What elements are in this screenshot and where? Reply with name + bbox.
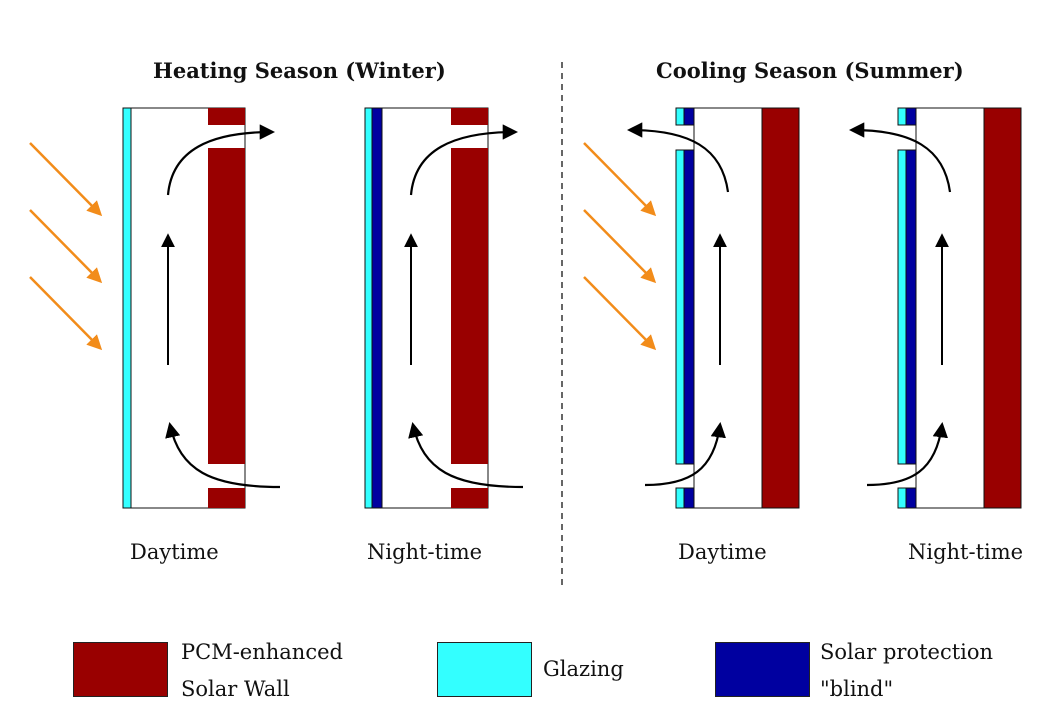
pcm-wall-top <box>208 108 245 125</box>
air-flow-outlet-arrow <box>848 122 952 193</box>
legend-label-blind-line2: "blind" <box>820 677 894 701</box>
air-flow-inlet-arrow <box>866 421 948 487</box>
cooling-season-title: Cooling Season (Summer) <box>656 58 964 83</box>
glazing-layer-bottom <box>897 487 907 509</box>
glazing-layer-top <box>897 107 907 126</box>
pcm-wall-middle <box>208 148 245 464</box>
cavity-outline <box>915 107 985 509</box>
blind-layer-middle <box>683 149 695 465</box>
diagram-svg <box>29 62 1022 588</box>
panel-heating-night <box>364 107 524 509</box>
heating-season-title: Heating Season (Winter) <box>153 58 446 83</box>
blind-layer-top <box>683 107 695 126</box>
sun-ray <box>29 142 103 217</box>
legend-label-pcm-line2: Solar Wall <box>181 677 290 701</box>
cavity-outline <box>693 107 763 509</box>
legend-swatch-blind <box>715 642 810 697</box>
sun-ray <box>29 276 103 351</box>
pcm-wall-bottom <box>208 488 245 508</box>
panel-caption-heating-night: Night-time <box>367 540 483 564</box>
panel-caption-cooling-day: Daytime <box>678 540 767 564</box>
air-flow-inlet-arrow <box>408 421 524 489</box>
pcm-wall-top <box>451 108 488 125</box>
blind-layer <box>371 107 383 509</box>
air-flow-inlet-arrow <box>644 421 726 487</box>
glazing-layer-bottom <box>675 487 685 509</box>
panel-cooling-day <box>583 107 800 509</box>
sun-ray <box>583 142 657 217</box>
blind-layer-bottom <box>905 487 917 509</box>
panel-caption-cooling-night: Night-time <box>908 540 1024 564</box>
legend-label-blind-line1: Solar protection <box>820 640 994 664</box>
air-flow-inlet-arrow <box>165 421 281 489</box>
panel-heating-day <box>29 107 281 509</box>
legend-label-glazing: Glazing <box>543 657 624 681</box>
blind-layer-bottom <box>683 487 695 509</box>
glazing-layer <box>122 107 132 509</box>
blind-layer-top <box>905 107 917 126</box>
glazing-layer-top <box>675 107 685 126</box>
panel-cooling-night <box>848 107 1022 509</box>
sun-ray <box>29 209 103 284</box>
glazing-layer <box>364 107 373 509</box>
glazing-layer-middle <box>897 149 907 465</box>
pcm-wall-middle <box>451 148 488 464</box>
air-flow-outlet-arrow <box>409 124 519 196</box>
pcm-wall <box>983 107 1022 509</box>
legend-swatch-pcm <box>73 642 168 697</box>
air-flow-outlet-arrow <box>166 124 276 196</box>
sun-ray <box>583 209 657 284</box>
glazing-layer-middle <box>675 149 685 465</box>
panel-caption-heating-day: Daytime <box>130 540 219 564</box>
legend-label-pcm-line1: PCM-enhanced <box>181 640 343 664</box>
air-flow-outlet-arrow <box>626 122 730 193</box>
pcm-wall <box>761 107 800 509</box>
pcm-wall-bottom <box>451 488 488 508</box>
blind-layer-middle <box>905 149 917 465</box>
sun-ray <box>583 276 657 351</box>
legend-swatch-glazing <box>437 642 532 697</box>
